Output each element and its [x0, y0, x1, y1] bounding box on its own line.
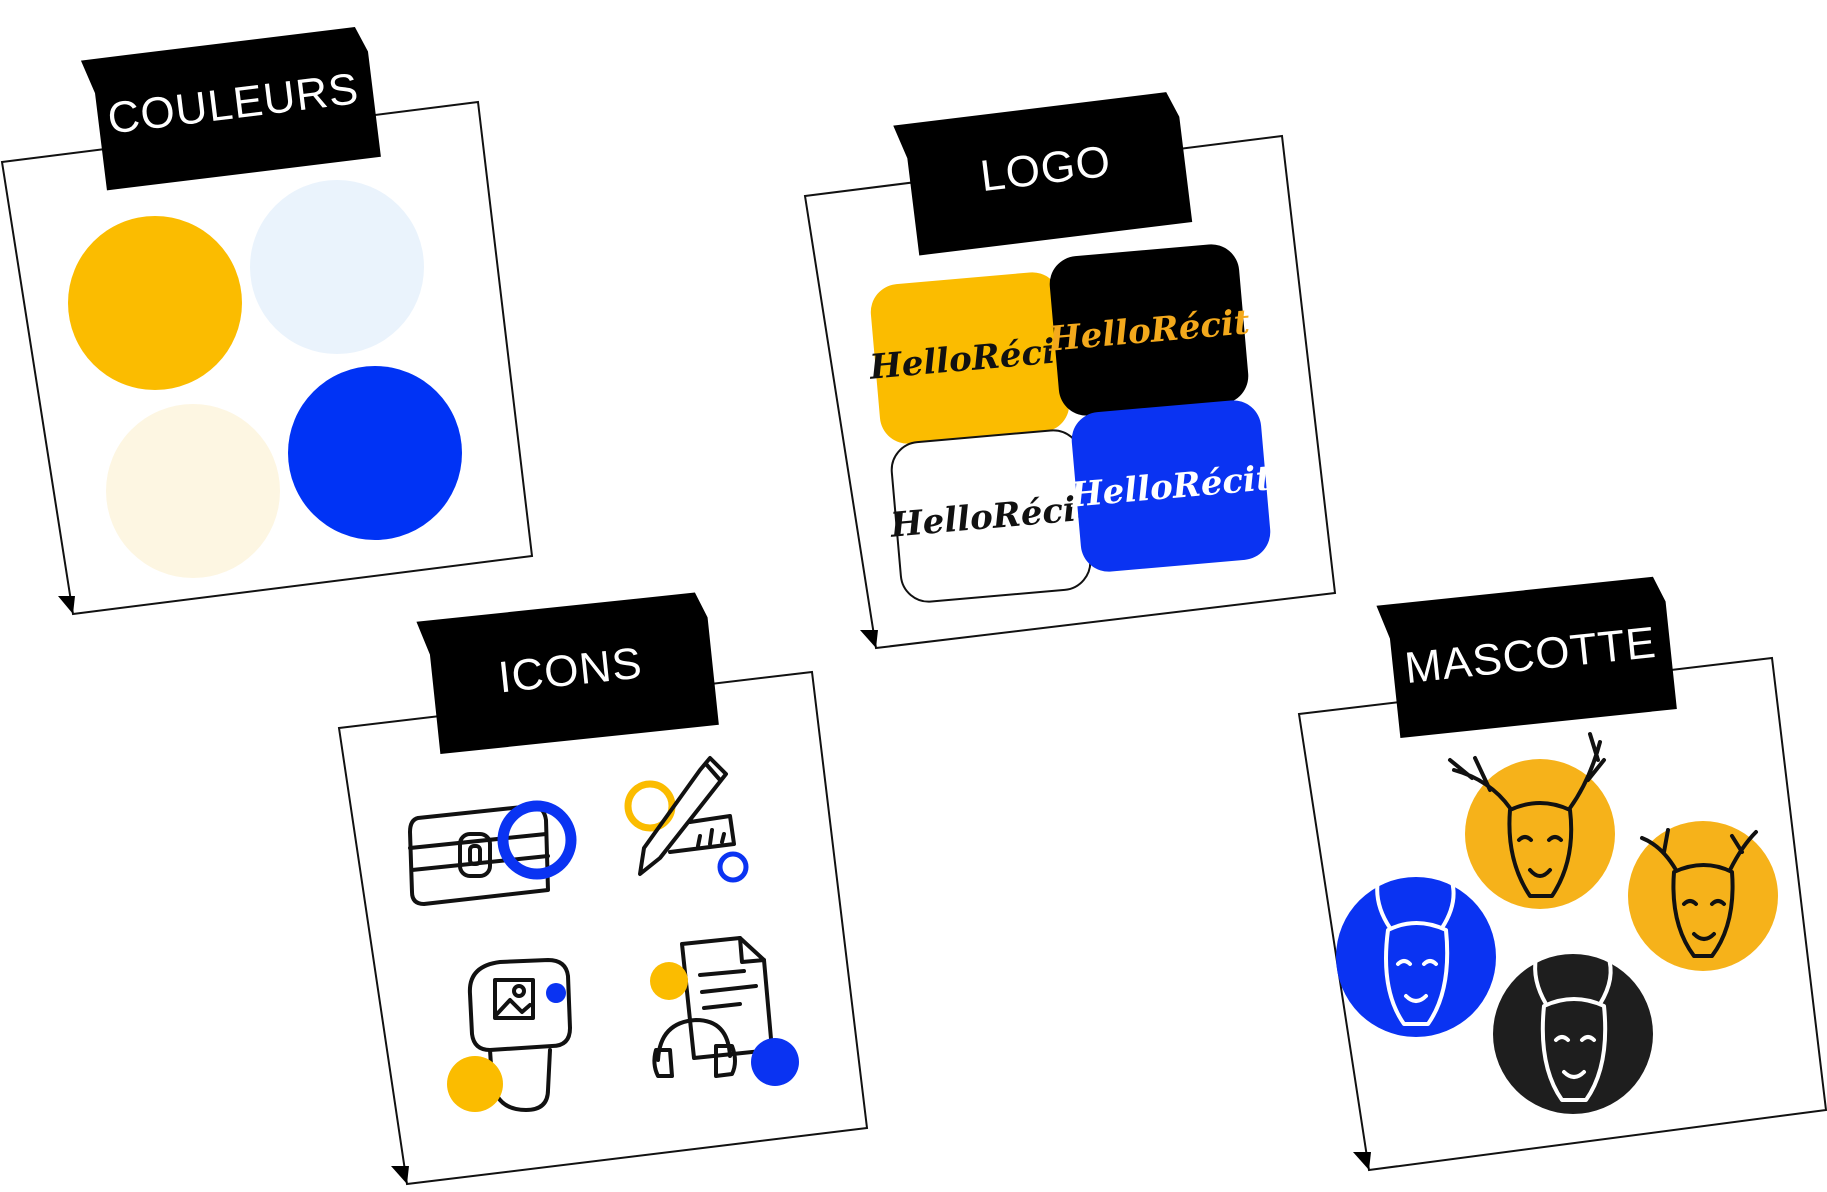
deer-head-icon — [1640, 828, 1758, 958]
logo-tape: LOGO — [893, 92, 1193, 256]
mascot-blue — [1336, 874, 1496, 1037]
couleurs-tape: COULEURS — [80, 26, 381, 191]
logo-tile-white: HelloRécit — [888, 429, 1093, 603]
logo-tile-yellow: HelloRécit — [867, 272, 1073, 444]
color-swatch-cream — [106, 404, 280, 578]
document-headphones-icon — [650, 936, 799, 1086]
deer-head-icon — [1448, 732, 1606, 898]
icons-tape: ICONS — [416, 592, 719, 755]
mascotte-card: MASCOTTE — [1297, 576, 1827, 1172]
couleurs-card-corner-fold — [58, 596, 75, 614]
icons-card-corner-fold — [391, 1166, 409, 1184]
picture-frame-icon — [447, 958, 572, 1112]
logo-card-corner-fold — [860, 630, 878, 648]
mascot-dark-bg — [1493, 954, 1653, 1114]
mascot-blue-bg — [1336, 877, 1496, 1037]
mascotte-tape: MASCOTTE — [1376, 576, 1677, 739]
deer-head-icon — [1375, 874, 1456, 1026]
logo-card: HelloRécit HelloRécit HelloRécit HelloRé… — [803, 92, 1337, 650]
couleurs-card-sheet — [0, 100, 534, 616]
icons-card: ICONS — [337, 592, 869, 1186]
icons-card-sheet — [337, 670, 869, 1186]
mascotte-card-corner-fold — [1353, 1152, 1371, 1170]
deer-head-icon — [1533, 954, 1613, 1102]
mascot-yellow-top — [1448, 732, 1615, 909]
logo-tile-blue-bg — [1071, 400, 1271, 572]
mascot-dark — [1493, 954, 1653, 1114]
logo-tile-black-bg — [1049, 244, 1249, 416]
couleurs-card: COULEURS — [0, 26, 534, 616]
color-swatch-light-blue — [250, 180, 424, 354]
logo-tile-yellow-bg — [870, 272, 1070, 444]
mascot-yellow-right-bg — [1628, 821, 1778, 971]
logo-tile-blue: HelloRécit — [1068, 400, 1273, 572]
pencil-ruler-icon — [624, 756, 749, 883]
icons-tape-strip — [416, 592, 719, 755]
mascotte-tape-strip — [1376, 576, 1677, 739]
logo-tile-black: HelloRécit — [1046, 244, 1251, 416]
treasure-chest-icon — [408, 800, 577, 906]
logo-tape-strip — [893, 92, 1193, 256]
color-swatch-blue — [288, 366, 462, 540]
mascot-yellow-right — [1628, 821, 1778, 971]
color-swatch-yellow — [68, 216, 242, 390]
couleurs-tape-strip — [80, 26, 381, 191]
